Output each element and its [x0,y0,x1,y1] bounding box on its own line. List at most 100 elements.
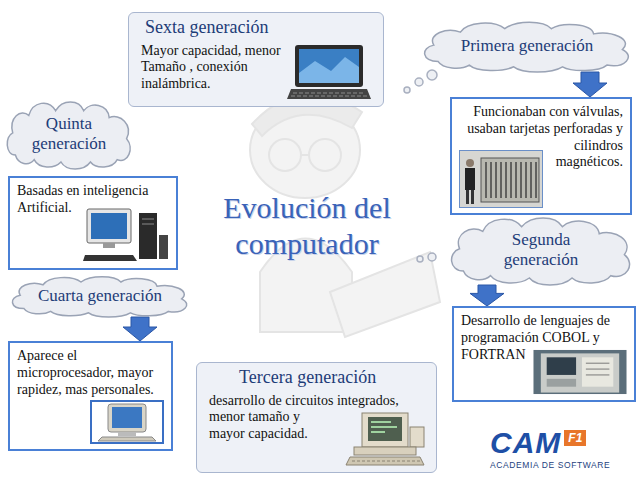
vintage-computer-part [371,426,397,428]
vintage-computer-part [371,431,385,433]
tablet-illustration-part [299,49,359,83]
generation-description: desarrollo de circuitos integrados, meno… [209,393,426,443]
generation-title: Segunda generación [486,230,596,271]
vacuum-tube-computer-part [486,162,536,198]
terminal-machine-part [586,374,610,375]
mascot-illustration-part [269,139,301,171]
desktop-computer-part [139,213,157,259]
terminal-machine [533,349,627,395]
tablet-illustration-part [293,92,365,93]
tablet-illustration-part [299,57,359,83]
description-box: Funcionaban con válvulas, usaban tarjeta… [450,97,632,215]
vacuum-tube-computer-part-part [495,162,497,198]
vintage-computer-part [346,457,424,465]
vacuum-tube-computer-part-part [515,162,517,198]
vintage-computer-part [354,447,416,455]
block-arrow [470,285,504,306]
vacuum-tube-computer-part [465,168,475,190]
terminal-machine-part [541,353,619,392]
terminal-machine-part [533,350,626,394]
vintage-computer [342,411,426,467]
vacuum-tube-computer-part [471,190,474,204]
illustration-frame [285,43,373,101]
vacuum-tube-computer-part-part [530,162,532,198]
generation-cloud: Primera generación [416,20,638,72]
vacuum-tube-computer-part-part [485,162,487,198]
generation-description: Funcionaban con válvulas, usaban tarjeta… [459,104,623,171]
mascot-illustration-part [309,139,341,171]
vacuum-tube-computer-part [466,159,474,167]
description-box: Aparece el microprocesador, mayor rapide… [8,341,173,451]
desktop-computer [83,205,169,263]
vacuum-tube-computer-part [466,190,469,204]
diagram-title: Evolución del computador [187,190,427,262]
description-box: Basadas en inteligencia Artificial. [8,176,178,270]
vacuum-tube-computer-part-part [505,162,507,198]
vintage-computer-part [371,421,391,423]
generation-cloud: Segunda generación [444,215,638,285]
generation-cloud: Quinta generación [2,99,136,169]
thought-dots-part [427,70,437,80]
desktop-computer-part [159,235,168,259]
desktop-computer-part [83,255,137,261]
generation-title: Tercera generación [239,367,426,389]
description-box: Desarrollo de lenguajes de programación … [452,306,636,402]
desktop-computer-part [91,213,127,239]
thought-dots [404,70,437,262]
vacuum-tube-computer [459,150,543,208]
vintage-computer-part [368,417,402,441]
vintage-computer-part [362,413,408,447]
terminal-machine-part [586,363,610,364]
vacuum-tube-computer-part-part [535,162,537,198]
thought-dots-part [415,78,423,86]
generation-title: Quinta generación [24,114,114,155]
terminal-machine-part [586,369,610,370]
cloud-text-group: Primera generación [461,36,594,56]
tablet-illustration-part [291,95,367,96]
crt-computer-part [112,407,142,428]
mascot-illustration-part [330,252,440,337]
cloud-text-group: Segunda generación [486,230,596,271]
desktop-computer-part [142,219,154,220]
vacuum-tube-computer-part-part [525,162,527,198]
generation-title: Sexta generación [145,17,373,39]
generation-panel: Sexta generación Mayor capacidad, menor … [128,12,384,107]
vacuum-tube-computer-part-part [490,162,492,198]
desktop-computer-part [142,224,154,225]
cloud-shape [7,102,130,169]
cloud-shape [425,22,629,72]
generation-description: Desarrollo de lenguajes de programación … [461,313,627,363]
generation-title: Primera generación [461,36,594,56]
crt-computer-part [91,401,163,443]
vintage-computer-part [352,460,420,461]
logo-text: F1 [564,430,586,446]
generation-description: Basadas en inteligencia Artificial. [17,183,169,217]
generation-panel: Tercera generación desarrollo de circuit… [196,362,437,473]
block-arrow [573,72,607,97]
logo-row: CAMF1 [490,428,632,458]
crt-computer-part [118,432,136,436]
illustration-frame [459,104,543,208]
vacuum-tube-computer-part-part [510,162,512,198]
mascot-illustration-part [301,154,309,156]
tablet-illustration-part [287,89,371,99]
vintage-computer-part [410,427,424,447]
tablet-illustration-part [295,45,363,87]
generation-title: Cuarta generación [38,286,162,306]
block-arrow [123,317,157,341]
logo-text: ACADEMIA DE SOFTWARE [490,460,632,471]
vacuum-tube-computer-part-part [520,162,522,198]
generation-cloud: Cuarta generación [5,275,195,317]
vacuum-tube-computer-part-part [500,162,502,198]
cloud-text-group: Quinta generación [24,114,114,155]
terminal-machine-part [547,379,576,387]
logo-text: CAM [490,426,561,459]
cloud-text-group: Cuarta generación [38,286,162,306]
terminal-machine-part [547,357,576,375]
crt-computer [90,400,164,444]
academy-logo: CAMF1ACADEMIA DE SOFTWARE [490,428,632,471]
generation-description: Aparece el microprocesador, mayor rapide… [17,348,164,398]
terminal-machine-part [582,357,613,386]
crt-computer-part [98,437,156,441]
